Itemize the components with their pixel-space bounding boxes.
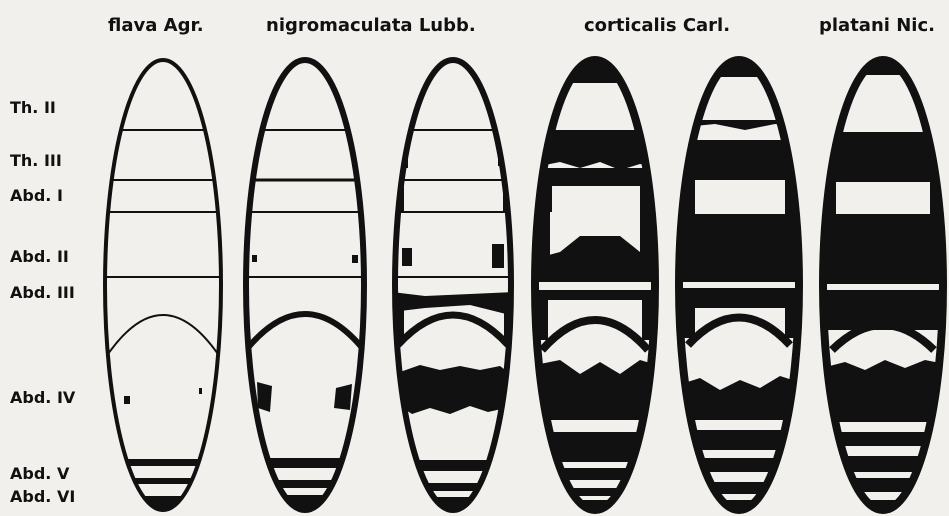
- body-outline-corticalis: [530, 55, 660, 516]
- body-outline-nigromaculata-dark: [390, 60, 520, 516]
- body-outline-nigromaculata: [240, 60, 370, 516]
- body-outline-flava: [100, 60, 225, 516]
- body-outline-platani: [820, 55, 949, 516]
- body-outline-corticalis-dark: [675, 55, 805, 516]
